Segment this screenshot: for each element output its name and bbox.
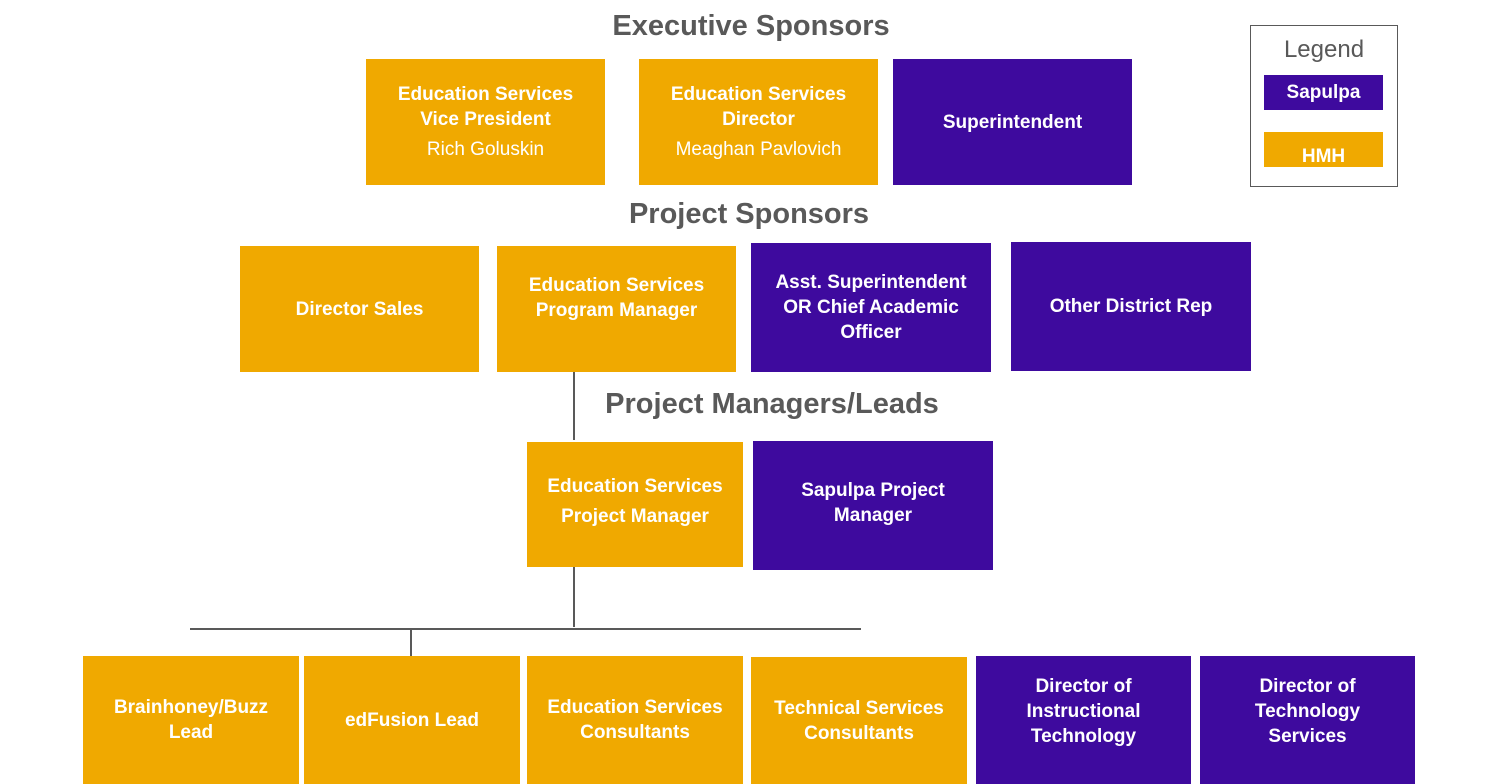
box-brainhoney-buzz-lead-line-1: Brainhoney/Buzz	[113, 697, 269, 718]
legend-sapulpa-label: Sapulpa	[1286, 81, 1361, 103]
box-es-project-manager-line-2: Project Manager	[561, 506, 709, 527]
heading-project-managers-leads: Project Managers/Leads	[605, 388, 939, 420]
box-director-instructional-technology: Director of Instructional Technology	[976, 656, 1191, 784]
connector-team-horizontal	[190, 628, 861, 630]
legend-title: Legend	[1283, 36, 1365, 63]
box-asst-superintendent-line-1: Asst. Superintendent	[775, 272, 967, 293]
box-director-technology-services-line-2: Technology	[1254, 700, 1361, 722]
box-director-instructional-technology-line-3: Technology	[1030, 725, 1137, 747]
box-other-district-rep: Other District Rep	[1011, 242, 1251, 371]
box-director-instructional-technology-line-2: Instructional	[1026, 700, 1141, 722]
box-es-project-manager-line-1: Education Services	[547, 476, 723, 497]
box-brainhoney-buzz-lead: Brainhoney/Buzz Lead	[83, 656, 299, 784]
box-technical-services-consultants-line-2: Consultants	[804, 722, 914, 744]
box-es-consultants-line-2: Consultants	[580, 722, 690, 743]
box-es-program-manager-line-2: Program Manager	[535, 300, 698, 321]
box-technical-services-consultants-line-1: Technical Services	[774, 697, 944, 719]
box-es-vice-president-line-1: Education Services	[397, 84, 574, 105]
box-director-sales: Director Sales	[240, 246, 479, 372]
box-es-vice-president: Education Services Vice President Rich G…	[366, 59, 605, 185]
box-sapulpa-project-manager-line-1: Sapulpa Project	[801, 479, 945, 501]
box-sapulpa-project-manager: Sapulpa Project Manager	[753, 441, 993, 570]
legend-hmh-label: HMH	[1301, 146, 1346, 167]
heading-executive-sponsors: Executive Sponsors	[612, 10, 890, 42]
box-director-instructional-technology-line-1: Director of	[1035, 675, 1132, 697]
box-es-director-line-2: Director	[722, 109, 795, 130]
box-es-consultants-line-1: Education Services	[547, 697, 723, 718]
box-es-vice-president-line-2: Vice President	[420, 109, 551, 130]
box-asst-superintendent: Asst. Superintendent OR Chief Academic O…	[751, 243, 991, 372]
box-es-vice-president-person: Rich Goluskin	[426, 139, 545, 160]
box-director-technology-services-line-1: Director of	[1259, 675, 1356, 697]
box-asst-superintendent-line-2: OR Chief Academic	[783, 297, 959, 318]
box-other-district-rep-line-1: Other District Rep	[1049, 296, 1213, 317]
connector-team-drop	[410, 629, 412, 658]
box-es-director: Education Services Director Meaghan Pavl…	[639, 59, 878, 185]
connector-project-manager-down	[573, 567, 575, 627]
box-asst-superintendent-line-3: Officer	[840, 322, 902, 343]
box-brainhoney-buzz-lead-line-2: Lead	[168, 722, 214, 743]
box-superintendent: Superintendent	[893, 59, 1132, 185]
box-edfusion-lead-line-1: edFusion Lead	[344, 709, 480, 731]
box-es-director-line-1: Education Services	[670, 84, 847, 105]
connector-program-to-project-manager	[573, 372, 575, 440]
box-director-sales-line-1: Director Sales	[295, 298, 424, 320]
heading-project-sponsors: Project Sponsors	[628, 198, 870, 230]
box-director-technology-services: Director of Technology Services	[1200, 656, 1415, 784]
box-es-program-manager: Education Services Program Manager	[497, 246, 736, 372]
box-es-consultants: Education Services Consultants	[527, 656, 743, 784]
box-sapulpa-project-manager-line-2: Manager	[833, 504, 913, 526]
box-es-project-manager: Education Services Project Manager	[527, 442, 743, 567]
legend: Legend Sapulpa HMH	[1250, 25, 1398, 187]
box-es-director-person: Meaghan Pavlovich	[675, 139, 842, 160]
box-superintendent-line-1: Superintendent	[942, 111, 1083, 133]
legend-hmh: HMH	[1264, 132, 1383, 167]
legend-sapulpa: Sapulpa	[1264, 75, 1383, 110]
box-technical-services-consultants: Technical Services Consultants	[751, 657, 967, 784]
box-edfusion-lead: edFusion Lead	[304, 656, 520, 784]
box-director-technology-services-line-3: Services	[1268, 725, 1347, 747]
box-es-program-manager-line-1: Education Services	[528, 275, 705, 296]
